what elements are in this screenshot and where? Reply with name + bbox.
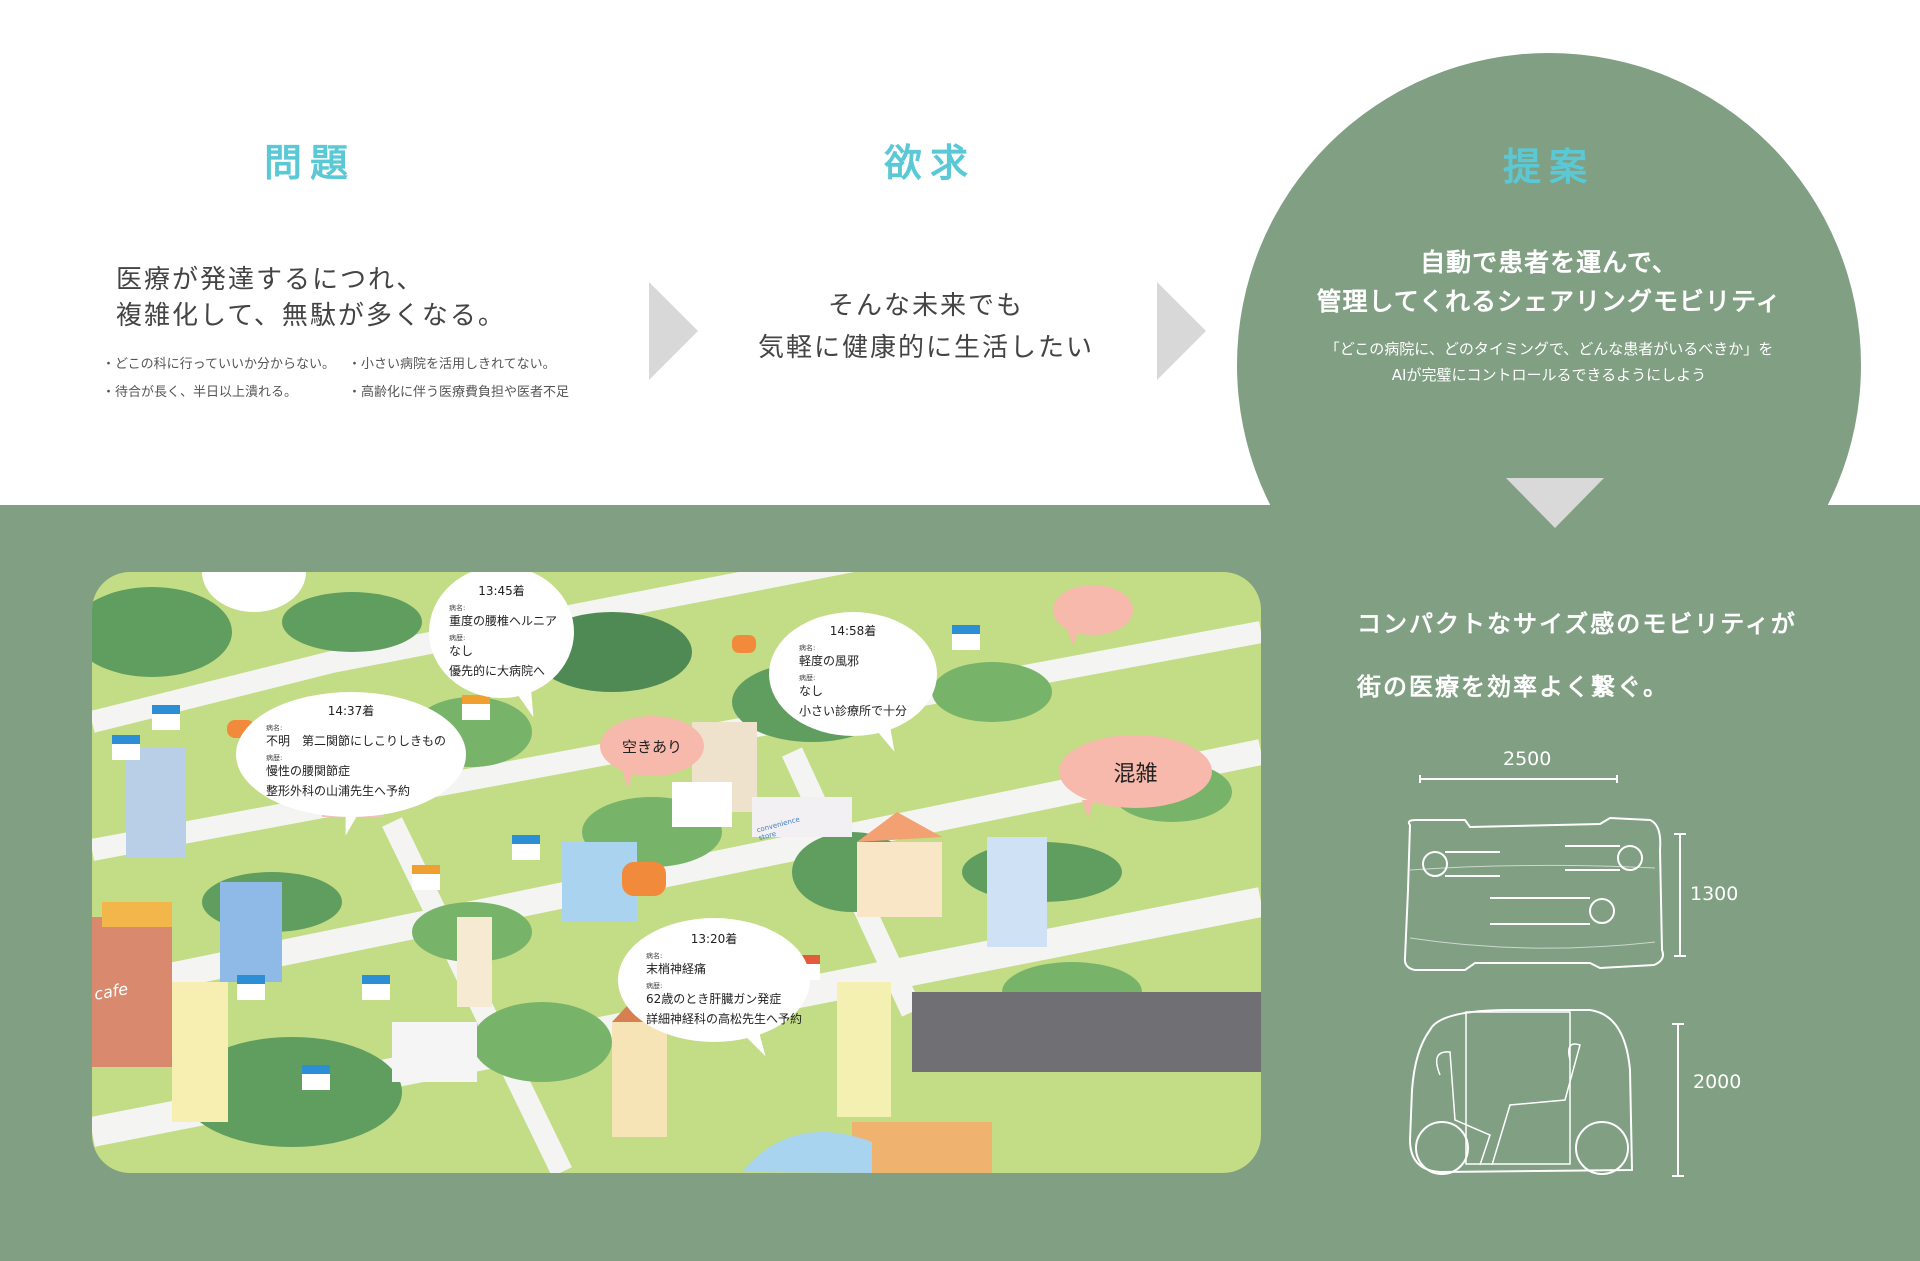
disease-label: 病名:	[449, 604, 466, 612]
arrival-time: 13:20着	[690, 932, 738, 946]
arrow-right-icon	[1157, 282, 1206, 380]
patient-bubble: 13:45着 病名: 重度の腰椎ヘルニア 病歴: なし 優先的に大病院へ	[429, 572, 574, 698]
status-vacant-bubble: 空きあり	[600, 716, 704, 776]
length-label: 2500	[1503, 748, 1552, 770]
arrow-down-icon	[1506, 478, 1604, 528]
bubble-tail	[622, 770, 634, 788]
proposal-sub-2: AIが完璧にコントロールるできるようにしよう	[1391, 366, 1707, 384]
history-label: 病歴:	[799, 674, 816, 682]
patient-bubble: 14:37着 病名: 不明 第二関節にしこりしきもの 病歴: 慢性の腰関節症 整…	[236, 692, 466, 817]
desire-line-1: そんな未来でも	[827, 291, 1024, 321]
top-view-vehicle-icon	[1403, 816, 1664, 971]
desire-heading: 欲求	[883, 141, 976, 185]
problem-line-1: 医療が発達するにつれ、	[116, 265, 425, 295]
arrival-time: 14:37着	[327, 704, 375, 718]
history-value: 62歳のとき肝臓ガン発症	[646, 992, 782, 1006]
status-bubble	[1053, 585, 1133, 635]
height-label: 2000	[1693, 1071, 1742, 1093]
disease-label: 病名:	[646, 952, 663, 960]
map-ground	[92, 572, 1261, 1173]
patient-bubble: 13:20着 病名: 末梢神経痛 病歴: 62歳のとき肝臓ガン発症 詳細神経科の…	[618, 918, 810, 1042]
history-label: 病歴:	[266, 754, 283, 762]
history-label: 病歴:	[646, 982, 663, 990]
summary-line-2: 街の医療を効率よく繋ぐ。	[1357, 673, 1669, 701]
mobility-drawings	[1403, 775, 1686, 1177]
problem-bullet: ・待合が長く、半日以上潰れる。	[102, 385, 298, 400]
width-label: 1300	[1690, 883, 1739, 905]
problem-bullet: ・どこの科に行っていいか分からない。	[102, 357, 335, 372]
proposal-line-2: 管理してくれるシェアリングモビリティ	[1316, 287, 1782, 316]
problem-heading: 問題	[263, 141, 356, 185]
disease-value: 不明 第二関節にしこりしきもの	[266, 734, 447, 748]
routing-note: 整形外科の山浦先生へ予約	[266, 784, 411, 798]
proposal-sub-1: 「どこの病院に、どのタイミングで、どんな患者がいるべきか」を	[1324, 340, 1774, 358]
patient-bubble: 14:58着 病名: 軽度の風邪 病歴: なし 小さい診療所で十分	[769, 612, 937, 736]
arrival-time: 14:58着	[829, 624, 877, 638]
disease-value: 軽度の風邪	[799, 654, 860, 668]
proposal-line-1: 自動で患者を運んで、	[1420, 248, 1678, 277]
arrival-time: 13:45着	[478, 584, 525, 598]
proposal-heading: 提案	[1502, 145, 1595, 189]
problem-bullet: ・小さい病院を活用しきれてない。	[348, 357, 556, 372]
disease-label: 病名:	[799, 644, 816, 652]
proposal-circle	[1237, 53, 1861, 677]
history-value: 慢性の腰関節症	[266, 764, 351, 778]
problem-line-2: 複雑化して、無駄が多くなる。	[116, 301, 506, 331]
routing-note: 優先的に大病院へ	[449, 664, 546, 678]
bubble-tail	[1082, 800, 1094, 818]
arrow-right-icon	[649, 282, 698, 380]
history-label: 病歴:	[449, 634, 466, 642]
buildings	[92, 647, 1261, 1173]
side-view-vehicle-icon	[1408, 1009, 1634, 1175]
desire-line-2: 気軽に健康的に生活したい	[757, 333, 1094, 363]
problem-bullet: ・高齢化に伴う医療費負担や医者不足	[348, 385, 570, 400]
routing-note: 小さい診療所で十分	[799, 704, 908, 718]
history-value: なし	[449, 644, 474, 658]
disease-value: 重度の腰椎ヘルニア	[449, 614, 558, 628]
disease-label: 病名:	[266, 724, 283, 732]
routing-note: 詳細神経科の高松先生へ予約	[646, 1012, 803, 1026]
disease-value: 末梢神経痛	[646, 962, 707, 976]
city-map-illustration: cafe convenience store 13:45着 病名: 重度の腰椎ヘ…	[92, 572, 1261, 1173]
history-value: なし	[799, 684, 824, 698]
bubble-tail	[1067, 628, 1079, 646]
status-crowded-bubble: 混雑	[1059, 735, 1212, 808]
summary-line-1: コンパクトなサイズ感のモビリティが	[1357, 610, 1797, 638]
dimension-lines	[1419, 775, 1686, 1177]
